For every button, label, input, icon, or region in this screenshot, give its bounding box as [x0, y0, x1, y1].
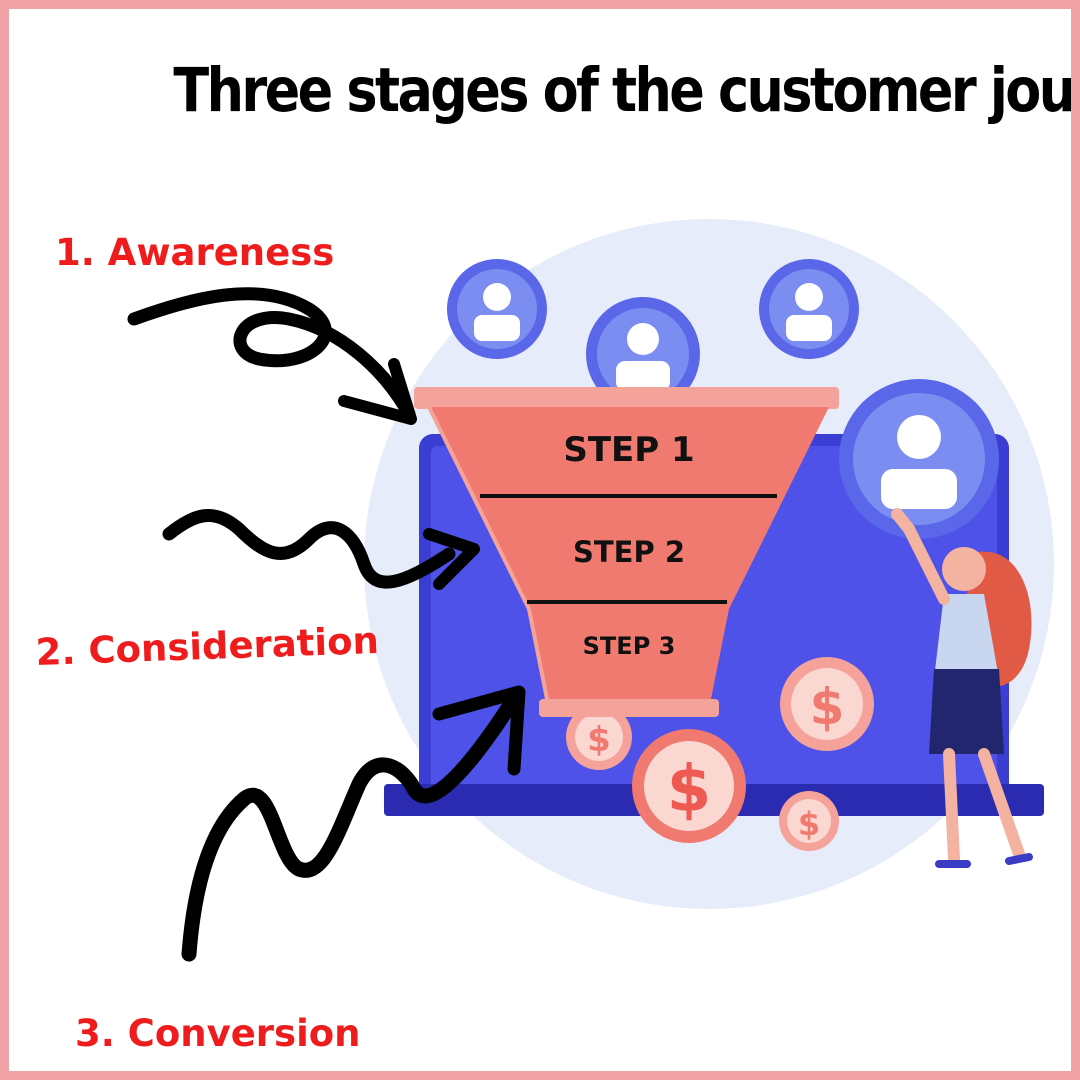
svg-text:$: $	[587, 720, 611, 760]
person-avatar-icon	[839, 379, 999, 539]
funnel-step-label: STEP 3	[583, 632, 676, 660]
funnel-icon: STEP 1 STEP 2 STEP 3	[414, 387, 839, 717]
funnel-illustration: $ $ $ $	[127, 219, 1054, 962]
svg-text:$: $	[798, 805, 820, 843]
funnel-step-label: STEP 1	[563, 430, 694, 470]
funnel-step-label: STEP 2	[573, 535, 685, 569]
hand-drawn-arrow	[162, 509, 480, 590]
page-title: Three stages of the customer journey	[173, 55, 1074, 126]
person-avatar-icon	[447, 259, 547, 359]
person-avatar-icon	[586, 297, 700, 411]
dollar-coin-icon: $	[632, 729, 746, 843]
person-avatar-icon	[759, 259, 859, 359]
dollar-coin-icon: $	[780, 657, 874, 751]
woman-figure-icon	[891, 508, 1033, 868]
hand-drawn-arrow	[127, 287, 417, 425]
stage-label-awareness: 1. Awareness	[55, 231, 335, 274]
dollar-coin-icon: $	[779, 791, 839, 851]
stage-label-conversion: 3. Conversion	[75, 1012, 361, 1055]
hand-drawn-arrow	[181, 685, 526, 962]
svg-text:$: $	[810, 678, 845, 736]
svg-text:$: $	[667, 753, 712, 827]
dollar-coin-icon: $	[566, 704, 632, 770]
